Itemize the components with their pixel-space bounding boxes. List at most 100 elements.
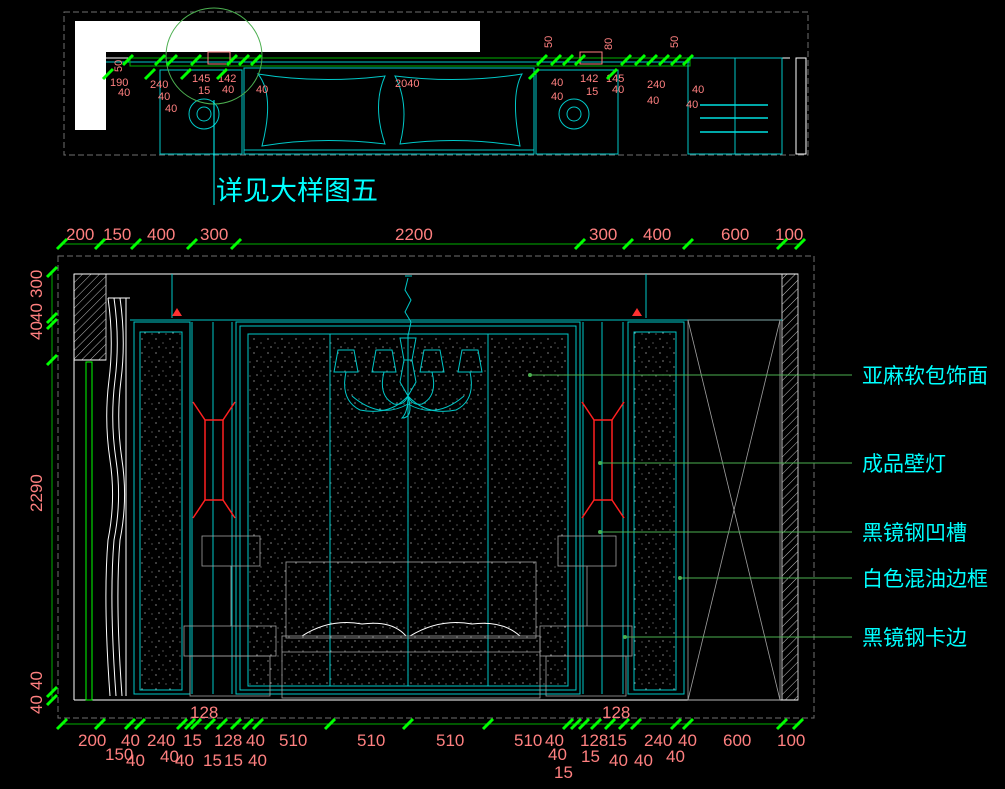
plan-dim-label: 40 xyxy=(686,99,698,111)
callout-dot xyxy=(678,576,682,580)
callout-label: 黑镜钢凹槽 xyxy=(862,521,967,545)
bottom-dim-label: 40 xyxy=(545,731,564,750)
bottom-dim-label: 15 xyxy=(203,751,222,770)
plan-dim-label: 145 xyxy=(192,73,210,85)
dim-tick xyxy=(481,717,495,731)
dim-tick xyxy=(251,717,265,731)
plan-dim-label: 142 xyxy=(218,73,236,85)
curtain xyxy=(105,297,130,697)
plan-trim xyxy=(129,57,691,67)
dim-tick xyxy=(629,717,643,731)
dim-tick xyxy=(45,265,59,279)
dim-tick xyxy=(229,237,243,251)
dim-tick xyxy=(215,67,229,81)
dim-tick xyxy=(619,53,633,67)
left-dim-label: 40 xyxy=(27,695,46,714)
plan-dim-label: 50 xyxy=(113,60,125,72)
bottom-dim-label: 40 xyxy=(634,751,653,770)
plan-dim-label: 2040 xyxy=(395,78,419,90)
right-ceiling-marker xyxy=(632,308,642,316)
plan-dim-label: 40 xyxy=(692,84,704,96)
dim-tick xyxy=(55,237,69,251)
bottom-dim-label: 40 xyxy=(175,751,194,770)
dim-tick xyxy=(645,53,659,67)
bottom-dim-label: 15 xyxy=(608,731,627,750)
dim-tick xyxy=(55,717,69,731)
dim-tick xyxy=(561,53,575,67)
top-dim-label: 2200 xyxy=(395,225,433,244)
bottom-dim-label: 600 xyxy=(723,731,751,750)
dim-tick xyxy=(569,717,583,731)
bottom-dim-label: 40 xyxy=(160,747,179,766)
plan-bed xyxy=(243,67,535,155)
dim-tick xyxy=(241,717,255,731)
dim-tick xyxy=(123,717,137,731)
bottom-dim-label: 128 xyxy=(214,731,242,750)
dim-tick xyxy=(621,237,635,251)
dim-tick xyxy=(129,237,143,251)
bottom-dim-label: 40 xyxy=(121,731,140,750)
bottom-dim-label: 128 xyxy=(580,731,608,750)
callout-label: 黑镜钢卡边 xyxy=(862,626,967,650)
callout-label: 亚麻软包饰面 xyxy=(862,364,988,388)
dim-tick xyxy=(401,717,415,731)
dim-tick xyxy=(153,53,167,67)
plan-pillow-right xyxy=(394,73,523,147)
top-dim-label: 300 xyxy=(200,225,228,244)
callout-dot xyxy=(623,635,627,639)
right-wall-hatch xyxy=(781,273,799,701)
dim-tick xyxy=(793,237,807,251)
plan-dim-label: 80 xyxy=(603,38,615,50)
plan-dim-label: 40 xyxy=(118,87,130,99)
dim-tick xyxy=(183,717,197,731)
bottom-dim-label: 15 xyxy=(554,763,573,782)
dim-tick xyxy=(179,67,193,81)
bottom-dim-label: 40 xyxy=(609,751,628,770)
bottom-dim-label: 150 xyxy=(105,745,133,764)
dim-tick xyxy=(249,53,263,67)
left-nightstand xyxy=(183,535,277,697)
dim-tick xyxy=(189,717,203,731)
dim-tick xyxy=(165,53,179,67)
callout-label: 白色混油边框 xyxy=(862,567,988,591)
right-side-frame xyxy=(627,321,685,695)
dim-tick xyxy=(681,237,695,251)
dim-tick xyxy=(561,717,575,731)
right-side-panel xyxy=(633,331,677,691)
plan-frame xyxy=(63,11,809,156)
top-dim-label: 600 xyxy=(721,225,749,244)
dim-tick xyxy=(185,237,199,251)
plan-dim-label: 40 xyxy=(165,103,177,115)
plan-ticks xyxy=(101,53,695,81)
dim-tick xyxy=(617,717,631,731)
dim-tick xyxy=(175,717,189,731)
top-dim-label: 200 xyxy=(66,225,94,244)
bottom-dim-label: 510 xyxy=(514,731,542,750)
bottom-dim-label: 100 xyxy=(777,731,805,750)
plan-dim-label: 40 xyxy=(612,84,624,96)
plan-dim-label: 190 xyxy=(110,77,128,89)
dim-tick xyxy=(189,53,203,67)
bottom-dim-label: 40 xyxy=(678,731,697,750)
plan-wall-white xyxy=(75,21,480,130)
left-pipe xyxy=(85,361,93,701)
headboard-frame xyxy=(235,321,581,695)
bottom-dim-label: 15 xyxy=(183,731,202,750)
dim-tick xyxy=(133,717,147,731)
chandelier xyxy=(333,275,483,419)
plan-left-nightstand xyxy=(159,69,243,155)
right-wall-lamp xyxy=(581,401,625,519)
bottom-dim-label: 510 xyxy=(357,731,385,750)
dim-tick xyxy=(577,717,591,731)
plan-dim-label: 40 xyxy=(256,84,268,96)
bottom-dim-label: 15 xyxy=(581,747,600,766)
plan-right-nightstand xyxy=(535,69,619,155)
dim-tick xyxy=(323,717,337,731)
top-dim-label: 150 xyxy=(103,225,131,244)
